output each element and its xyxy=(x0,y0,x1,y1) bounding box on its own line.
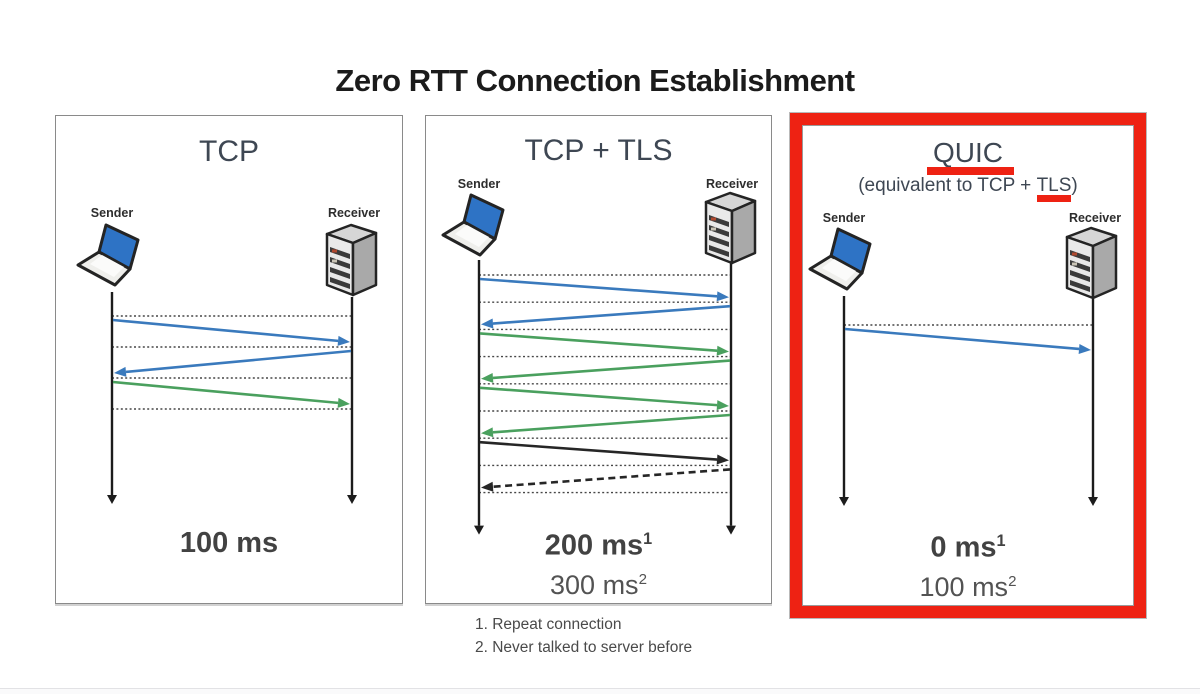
server-icon xyxy=(325,223,378,297)
page-title: Zero RTT Connection Establishment xyxy=(335,63,855,98)
slide-bottom-edge xyxy=(0,688,1200,694)
quic-red-underline xyxy=(927,167,1014,175)
panel-quic: QUIC (equivalent to TCP + TLS) Sender Re… xyxy=(802,125,1134,606)
footnote-1: 1. Repeat connection xyxy=(475,616,622,633)
laptop-icon xyxy=(441,193,505,257)
timing-primary: 100 ms xyxy=(179,527,279,559)
tls-red-underline: TLS xyxy=(1036,176,1072,203)
timing-secondary: 100 ms2 xyxy=(919,571,1017,602)
laptop-icon xyxy=(808,227,872,291)
sender-label: Sender xyxy=(457,177,501,191)
timing-tcp: 100 ms xyxy=(56,526,402,560)
quic-subtitle: (equivalent to TCP + TLS) xyxy=(803,175,1133,203)
server-icon xyxy=(1065,226,1118,300)
laptop-icon xyxy=(76,223,140,287)
receiver-label: Receiver xyxy=(327,206,381,220)
footnote-marker: 2 xyxy=(638,570,647,588)
timing-quic: 0 ms1 100 ms2 xyxy=(803,524,1133,604)
panel-title-tcp-tls: TCP + TLS xyxy=(524,134,673,167)
panel-tcp: TCP Sender Receiver 100 ms xyxy=(55,115,403,604)
footnote-marker: 1 xyxy=(643,530,653,548)
server-icon xyxy=(704,191,757,265)
footnotes: 1. Repeat connection 2. Never talked to … xyxy=(475,614,692,659)
receiver-label: Receiver xyxy=(1068,211,1122,225)
footnote-marker: 1 xyxy=(996,532,1006,550)
panel-tcp-tls: TCP + TLS Sender Receiver 200 ms1 300 ms… xyxy=(425,115,772,604)
sender-label: Sender xyxy=(90,206,134,220)
receiver-label: Receiver xyxy=(705,177,759,191)
panel-title-tcp: TCP xyxy=(199,135,259,168)
timing-primary: 200 ms1 xyxy=(544,529,653,562)
panel-title-quic: QUIC xyxy=(933,137,1003,168)
footnote-2: 2. Never talked to server before xyxy=(475,638,693,656)
footnote-marker: 2 xyxy=(1008,572,1017,590)
timing-secondary: 300 ms2 xyxy=(550,569,647,600)
timing-tcp-tls: 200 ms1 300 ms2 xyxy=(426,522,771,602)
panel-quic-highlight-box: QUIC (equivalent to TCP + TLS) Sender Re… xyxy=(789,112,1147,619)
timing-primary: 0 ms1 xyxy=(930,531,1006,564)
sender-label: Sender xyxy=(822,211,866,225)
